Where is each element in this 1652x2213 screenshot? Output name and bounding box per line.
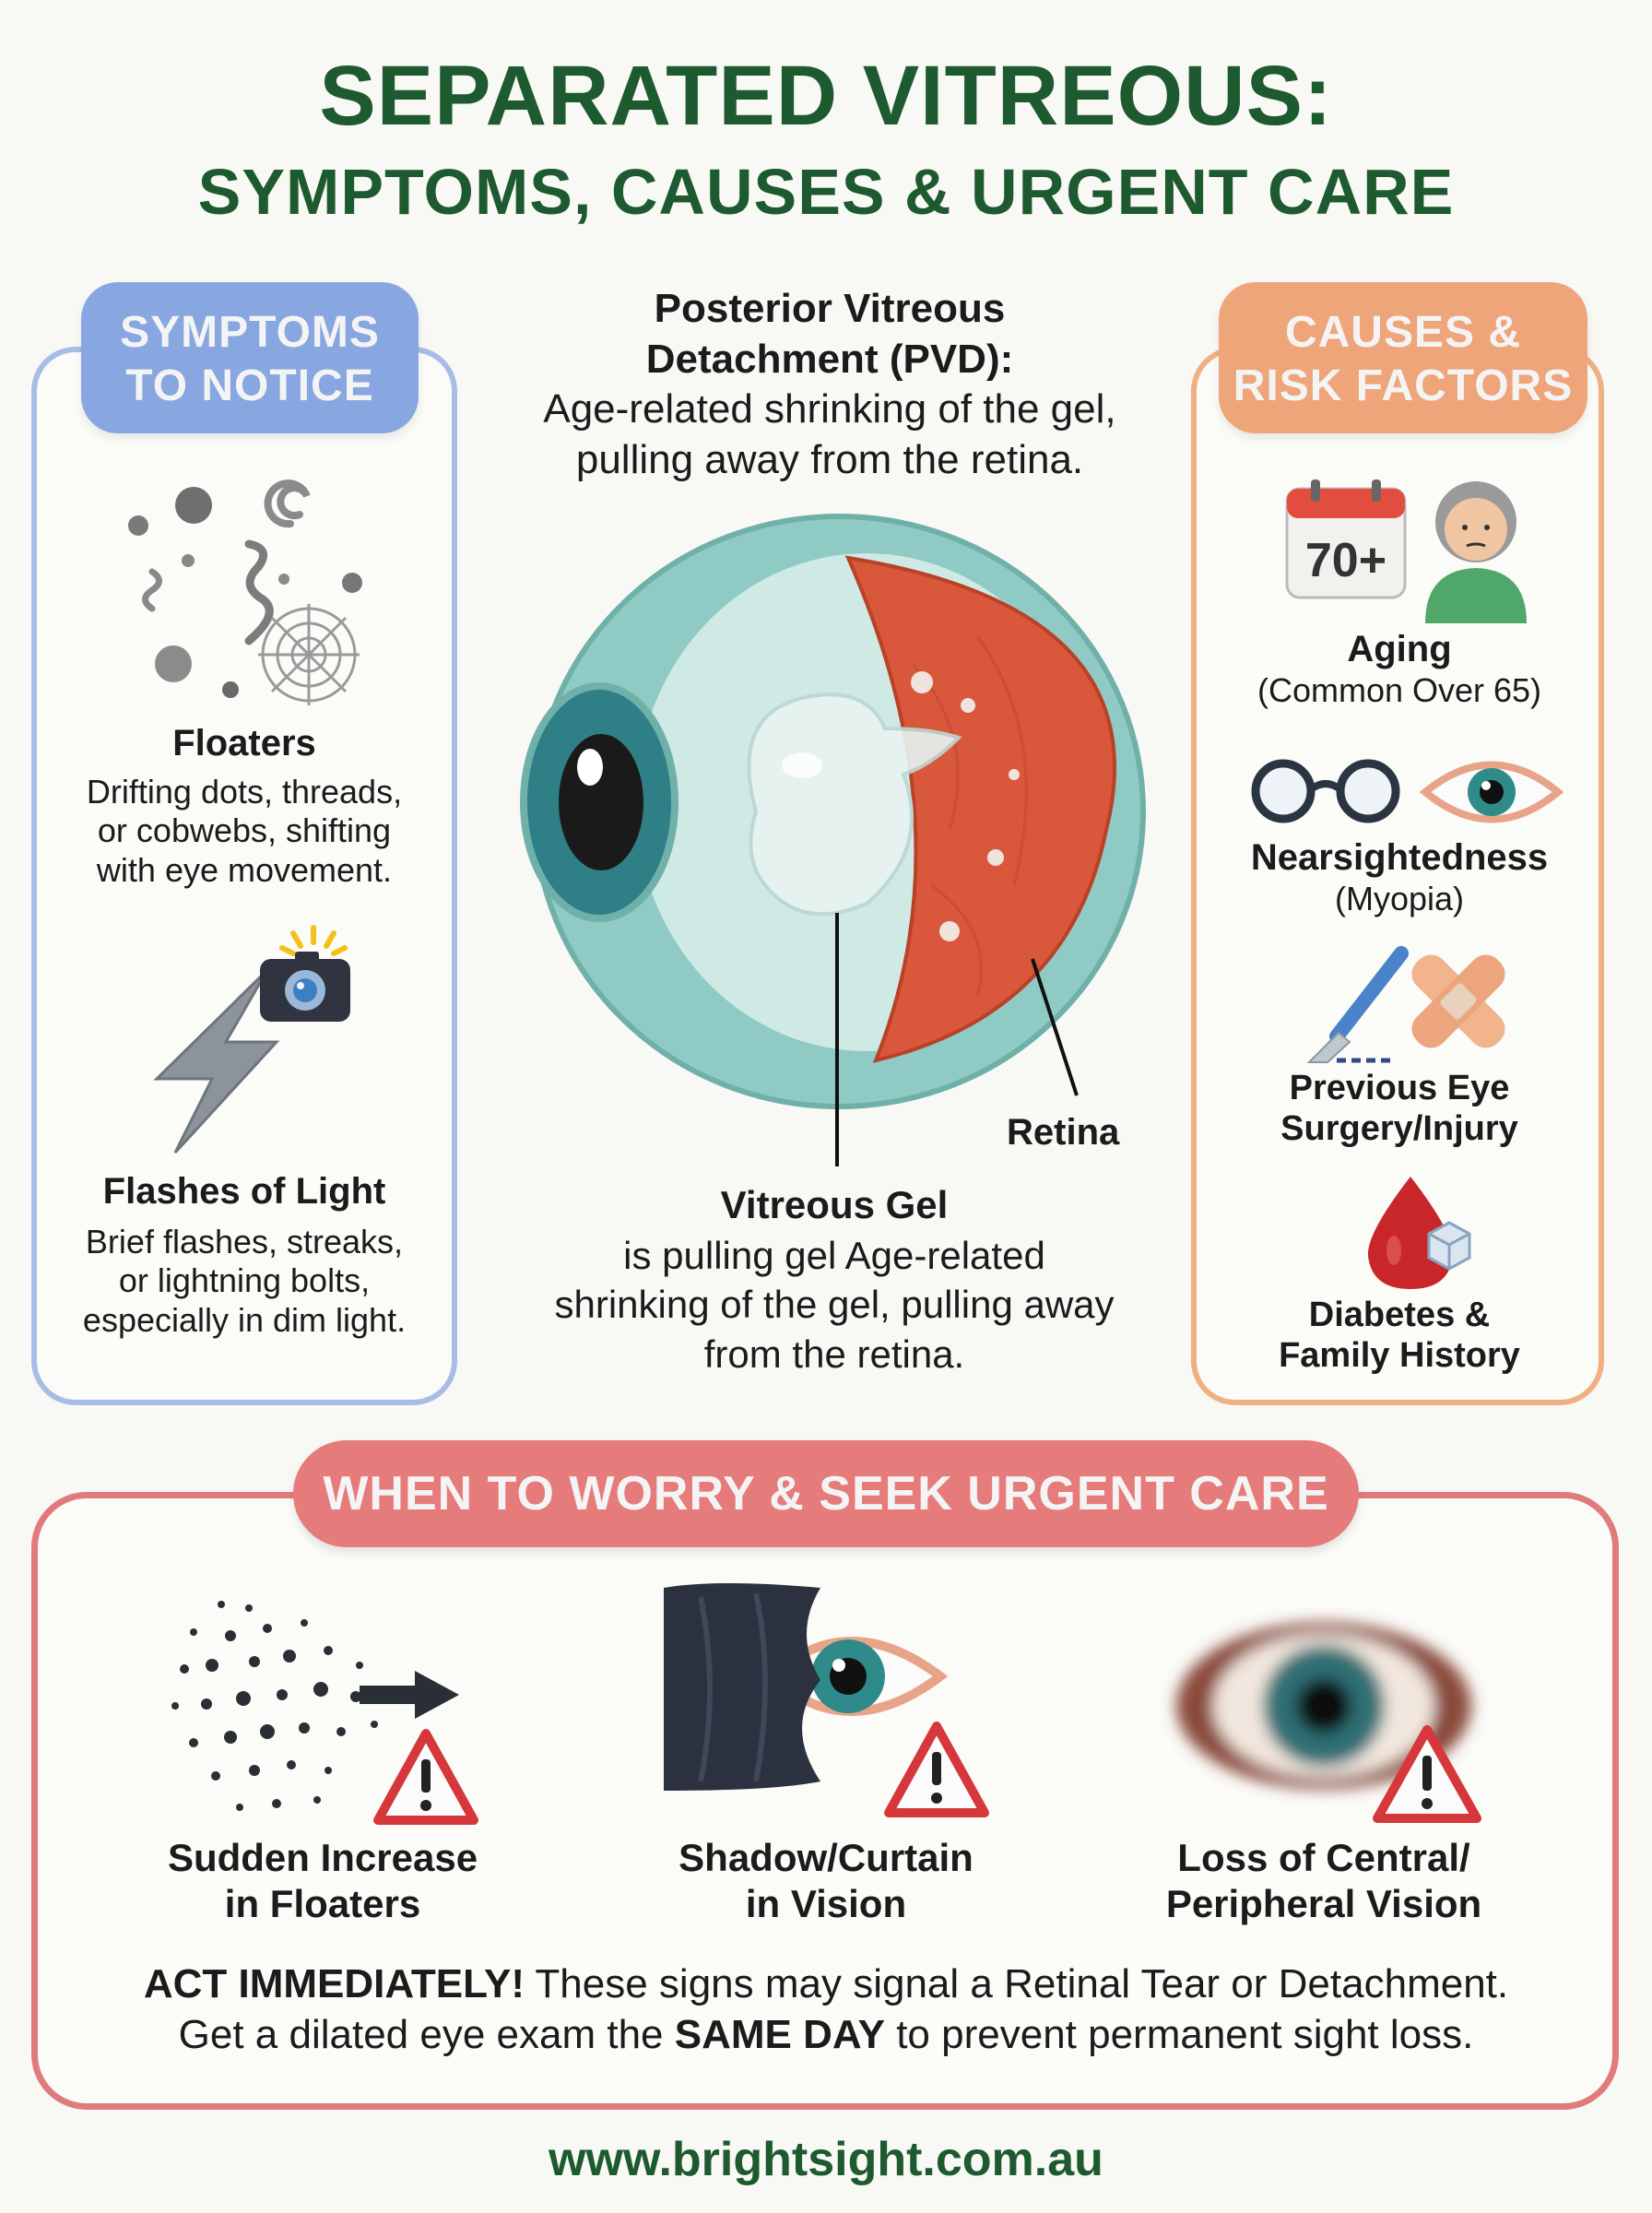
calendar-text: 70+ — [1304, 534, 1387, 587]
urgent-care-panel — [31, 1492, 1619, 2110]
surgery-title: Previous Eye Surgery/Injury — [1197, 1068, 1602, 1149]
aging-sub: (Common Over 65) — [1257, 671, 1542, 709]
elderly-person-icon — [1425, 481, 1527, 623]
surgery-title-line2: Surgery/Injury — [1280, 1109, 1518, 1149]
flashes-desc-line: or lightning bolts, — [118, 1261, 371, 1300]
flashes-desc: Brief flashes, streaks, or lightning bol… — [37, 1223, 452, 1340]
myopia-title: Nearsightedness — [1250, 837, 1549, 878]
symptoms-panel — [31, 347, 457, 1405]
causes-heading: CAUSES & RISK FACTORS — [1219, 282, 1587, 433]
shadow-curtain-icon — [664, 1583, 989, 1817]
retina-label: Retina — [1007, 1112, 1120, 1153]
urgent-item-floaters-line2: in Floaters — [224, 1881, 421, 1925]
diabetes-title-line1: Diabetes & — [1308, 1296, 1491, 1334]
floaters-increase-icon — [171, 1601, 478, 1825]
floaters-desc: Drifting dots, threads, or cobwebs, shif… — [37, 773, 452, 890]
myopia-sub: (Myopia) — [1334, 880, 1465, 917]
page-title: SEPARATED VITREOUS: — [319, 49, 1333, 143]
vitreous-gel-desc-line: is pulling gel Age-related — [623, 1233, 1045, 1277]
vitreous-gel-caption: Vitreous Gel is pulling gel Age-related … — [479, 1180, 1189, 1379]
urgent-care-heading: WHEN TO WORRY & SEEK URGENT CARE — [293, 1440, 1359, 1547]
causes-heading-line2: RISK FACTORS — [1233, 361, 1574, 410]
floaters-icon — [128, 479, 362, 705]
urgent-item-floaters-line1: Sudden Increase — [167, 1836, 478, 1879]
diabetes-title-line2: Family History — [1279, 1336, 1520, 1376]
symptoms-heading-line1: SYMPTOMS — [120, 308, 380, 357]
blurred-eye-icon — [1176, 1623, 1481, 1823]
pvd-heading-line1: Posterior Vitreous — [654, 286, 1006, 331]
act-line2-bold: SAME DAY — [674, 2012, 885, 2058]
floaters-desc-line: or cobwebs, shifting — [97, 811, 392, 850]
calendar-icon — [1285, 479, 1407, 599]
act-line2-end: to prevent permanent sight loss. — [884, 2012, 1474, 2058]
urgent-item-vision-loss: Loss of Central/ Peripheral Vision — [1103, 1835, 1545, 1926]
urgent-item-vision-loss-line1: Loss of Central/ — [1177, 1836, 1470, 1879]
urgent-item-curtain-line2: in Vision — [745, 1881, 907, 1925]
blood-drop-icon — [1367, 1177, 1471, 1289]
diabetes-title: Diabetes & Family History — [1197, 1295, 1602, 1376]
symptoms-heading: SYMPTOMS TO NOTICE — [81, 282, 419, 433]
floaters-desc-line: Drifting dots, threads, — [86, 773, 403, 811]
website-link[interactable]: www.brightsight.com.au — [549, 2133, 1103, 2186]
flashes-title: Flashes of Light — [102, 1171, 386, 1212]
pvd-desc-line2: pulling away from the retina. — [575, 436, 1084, 482]
act-immediately-rest: These signs may signal a Retinal Tear or… — [524, 1961, 1509, 2006]
page-subtitle: SYMPTOMS, CAUSES & URGENT CARE — [197, 156, 1455, 228]
eye-icon — [1419, 761, 1564, 823]
causes-heading-line1: CAUSES & — [1284, 308, 1522, 357]
urgent-item-curtain-line1: Shadow/Curtain — [678, 1836, 974, 1879]
pvd-heading-line2: Detachment (PVD): — [645, 336, 1014, 382]
eye-cross-section-illustration — [520, 514, 1146, 1166]
floaters-title: Floaters — [172, 723, 316, 763]
floaters-desc-line: with eye movement. — [96, 850, 393, 889]
act-immediately-bold: ACT IMMEDIATELY! — [143, 1961, 525, 2006]
pvd-heading: Posterior Vitreous Detachment (PVD): Age… — [479, 284, 1180, 485]
aging-title: Aging — [1347, 629, 1452, 669]
scalpel-bandage-icon — [1306, 946, 1505, 1063]
act-immediately-message: ACT IMMEDIATELY! These signs may signal … — [55, 1959, 1597, 2061]
vitreous-gel-desc-line: from the retina. — [703, 1332, 965, 1377]
lightning-camera-icon — [153, 925, 350, 1154]
act-line2-start: Get a dilated eye exam the — [178, 2012, 675, 2058]
urgent-item-curtain: Shadow/Curtain in Vision — [605, 1835, 1047, 1926]
urgent-item-vision-loss-line2: Peripheral Vision — [1165, 1881, 1482, 1925]
surgery-title-line1: Previous Eye — [1289, 1069, 1510, 1107]
vitreous-gel-label: Vitreous Gel — [720, 1183, 949, 1226]
flashes-desc-line: especially in dim light. — [82, 1300, 407, 1339]
pvd-desc-line1: Age-related shrinking of the gel, — [543, 386, 1116, 432]
glasses-icon — [1251, 759, 1400, 823]
vitreous-gel-desc-line: shrinking of the gel, pulling away — [554, 1283, 1115, 1327]
flashes-desc-line: Brief flashes, streaks, — [85, 1223, 404, 1260]
symptoms-heading-line2: TO NOTICE — [125, 361, 374, 410]
urgent-item-floaters: Sudden Increase in Floaters — [101, 1835, 544, 1926]
